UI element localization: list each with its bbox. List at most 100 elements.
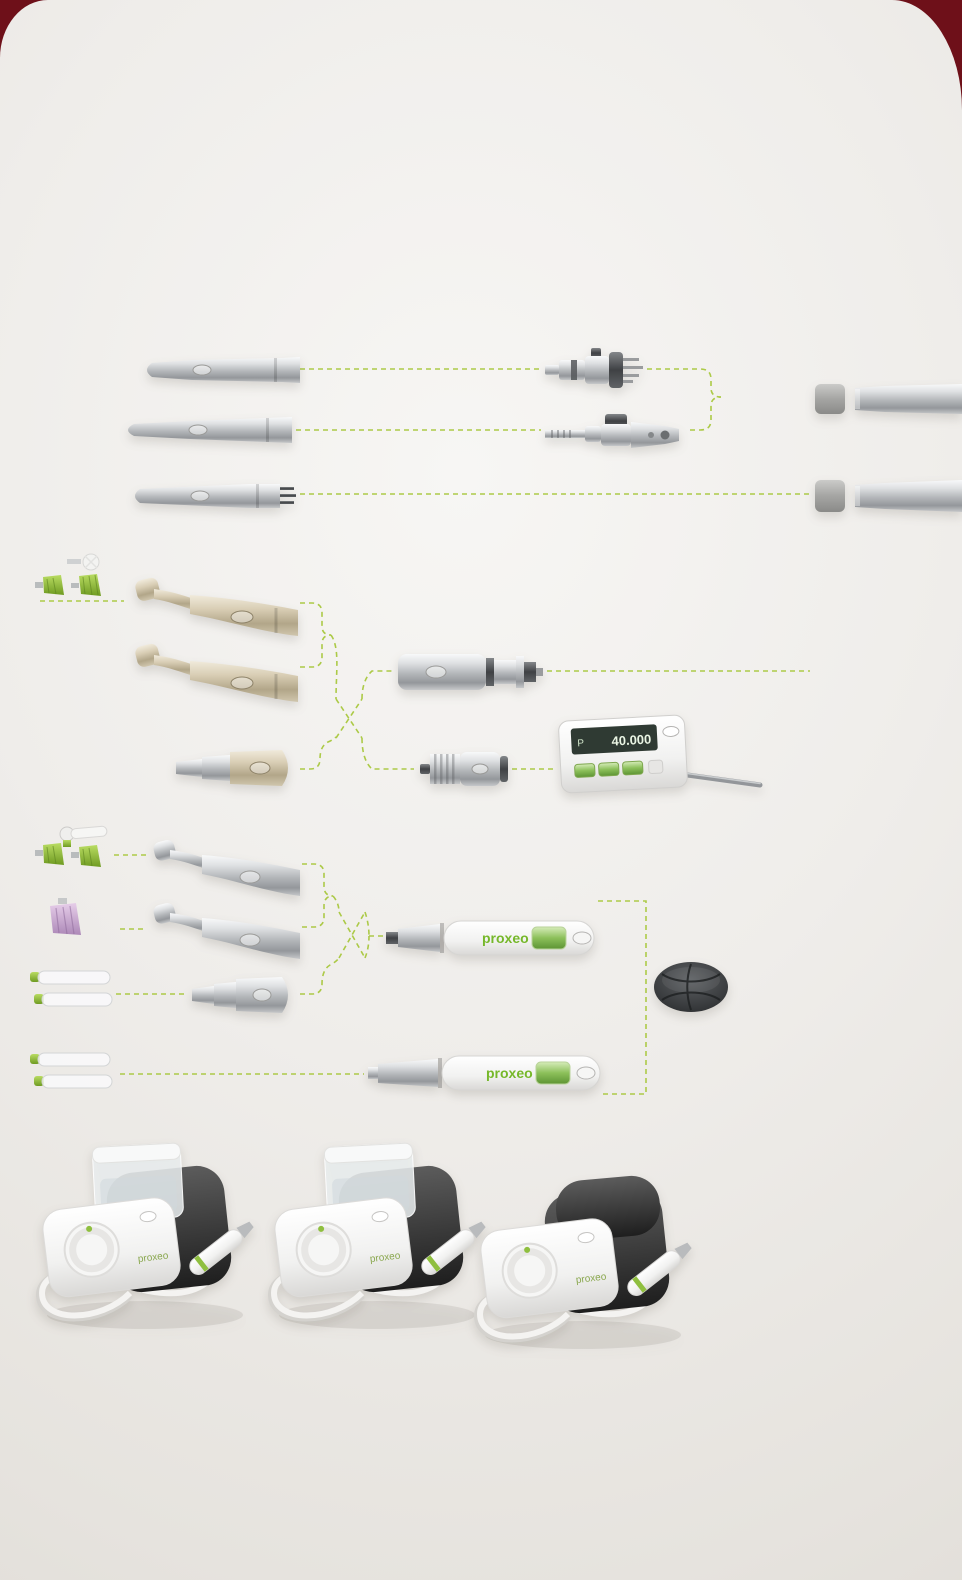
wh-logo-oval [471, 763, 489, 775]
scaler-unit-1: proxeo [35, 1142, 254, 1329]
connector [332, 895, 340, 913]
green-brush-icon [71, 574, 101, 596]
straight-handpiece-fixed [135, 484, 296, 508]
wh-logo-oval [572, 931, 592, 945]
green-cup-icon [35, 843, 64, 865]
polishing-accessories-set-1 [35, 553, 101, 596]
status-window [531, 926, 567, 950]
air-motor [398, 654, 543, 690]
prophy-angle-icon [59, 825, 108, 847]
connector [330, 634, 338, 700]
wh-logo-oval [239, 933, 261, 947]
motor-control-unit: P 40.000 [558, 714, 763, 794]
wh-logo-oval [190, 490, 210, 502]
pen-brand-label: proxeo [486, 1065, 533, 1081]
cordless-prophy-handpiece-2: proxeo [368, 1055, 601, 1091]
connector [361, 670, 394, 700]
connector [300, 634, 332, 668]
control-button [598, 761, 620, 777]
mounting-rod [677, 771, 763, 788]
wh-logo-oval [239, 870, 261, 884]
disposable-angle-icon [34, 1074, 113, 1089]
disposable-prophy-attachments-1 [30, 970, 113, 1007]
hose-pins [623, 358, 643, 383]
wh-logo-oval [230, 610, 254, 624]
disposable-angle-icon [30, 1052, 111, 1067]
wh-logo-oval [425, 665, 447, 679]
charging-pad [654, 962, 728, 1012]
connector [300, 957, 340, 995]
scaler-handpiece [627, 1242, 692, 1296]
control-button [574, 763, 596, 778]
connector [364, 911, 370, 937]
scaler-brand-label: proxeo [137, 1250, 169, 1265]
wh-logo-oval [230, 676, 254, 690]
connector-hole [648, 432, 654, 438]
scaler-body: proxeo [480, 1218, 619, 1319]
prophy-contra-angle-1 [153, 840, 300, 896]
turbine-handpiece-1 [147, 357, 300, 383]
disposable-angle-icon [30, 970, 111, 985]
shaft-ribs [551, 430, 571, 438]
contra-angle-handpiece-1 [135, 577, 298, 636]
disposable-angle-icon [34, 992, 113, 1007]
wh-logo-oval [249, 761, 271, 775]
contra-angle-handpiece-2 [135, 643, 298, 702]
scaler-unit-3: proxeo [473, 1175, 692, 1349]
control-button [622, 760, 644, 776]
connector-pins [280, 487, 296, 504]
white-brush-icon [67, 553, 100, 571]
green-cup-icon [35, 575, 64, 595]
disposable-prophy-attachments-2 [30, 1052, 113, 1089]
pink-cup-icon [50, 898, 81, 935]
connector [598, 900, 647, 1095]
quick-connect-adapter [545, 414, 679, 448]
turbine-coupling [545, 348, 643, 388]
wh-logo-oval [576, 1066, 596, 1080]
straight-nose-cone-handpiece [176, 750, 288, 786]
connector [335, 698, 363, 739]
connector [338, 911, 366, 959]
status-window [535, 1061, 571, 1085]
scaler-body: proxeo [42, 1197, 181, 1298]
wh-logo-oval [662, 725, 680, 737]
electric-micromotor [420, 752, 508, 786]
lcd-display [570, 724, 658, 755]
connector [338, 911, 366, 959]
cordless-prophy-handpiece-1: proxeo [386, 920, 595, 956]
turbine-hose-connector-1 [815, 384, 962, 414]
scaler-handpiece [189, 1221, 254, 1275]
green-cup-icon [71, 845, 101, 867]
turbine-handpiece-2 [128, 417, 292, 443]
scaler-unit-2: proxeo [267, 1142, 486, 1329]
connector [302, 863, 334, 897]
scaler-body: proxeo [274, 1197, 413, 1298]
connector [300, 736, 337, 770]
wh-logo-oval [252, 988, 272, 1002]
wh-logo-oval [192, 364, 212, 376]
prophy-accessories-set-1 [35, 825, 108, 867]
scaler-handpiece [421, 1221, 486, 1275]
wh-logo-oval [577, 1232, 595, 1244]
control-button [648, 759, 664, 775]
pen-brand-label: proxeo [482, 930, 529, 946]
wh-logo-oval [371, 1211, 389, 1223]
connector [300, 602, 332, 636]
connector [335, 698, 363, 739]
connector [361, 737, 414, 770]
motor-ribs [434, 754, 455, 784]
turbine-hose-connector-2 [815, 480, 962, 512]
prophy-contra-angle-2 [153, 903, 300, 959]
scaler-brand-label: proxeo [369, 1250, 401, 1265]
prophy-nose-cone [192, 977, 288, 1013]
connector [302, 895, 334, 928]
wh-logo-oval [188, 424, 208, 436]
display-mode-label: P [577, 738, 585, 749]
scaler-brand-label: proxeo [575, 1271, 607, 1286]
connector-hole [660, 430, 670, 440]
connector [364, 935, 370, 959]
pad-seams [661, 963, 721, 1011]
display-speed-value: 40.000 [611, 732, 651, 749]
connector [690, 396, 722, 431]
